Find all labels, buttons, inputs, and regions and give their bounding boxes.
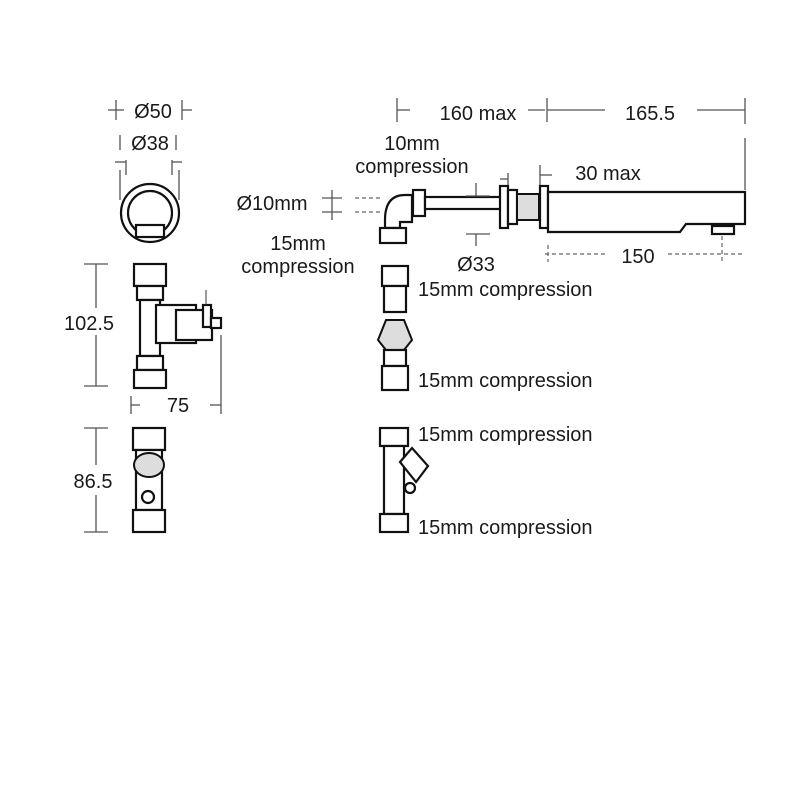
label-max160: 160 max [440,103,517,125]
check-valve [376,264,414,392]
solenoid-valve [132,262,223,390]
tap-side-view [378,184,747,245]
label-dia10mm: Ø10mm [236,193,307,215]
strainer [378,426,430,534]
dim-width-75 [130,335,222,414]
label-c15-line1: 15mm [270,233,326,255]
label-len165: 165.5 [625,103,675,125]
dim-30-max [500,165,552,185]
dim-150 [545,236,745,262]
dim-165-5 [547,98,746,190]
label-dia38: Ø38 [131,133,169,155]
label-c10-line2: compression [355,156,468,178]
label-max30: 30 max [575,163,641,185]
dim-diameter-38 [115,135,182,200]
label-strainer-top: 15mm compression [418,424,593,446]
dim-height-102-5 [84,263,108,387]
label-dia50: Ø50 [134,101,172,123]
label-h86: 86.5 [74,471,113,493]
dim-diameter-50 [108,100,192,120]
label-dia33: Ø33 [457,254,495,276]
label-valve-bottom: 15mm compression [418,370,593,392]
label-len150: 150 [621,246,654,268]
label-c15-line2: compression [241,256,354,278]
sensor-front-view [119,182,181,244]
label-c10-line1: 10mm [384,133,440,155]
label-strainer-bottom: 15mm compression [418,517,593,539]
label-valve-top: 15mm compression [418,279,593,301]
label-w75: 75 [167,395,189,417]
dim-diameter-10mm [322,190,383,220]
dim-height-86-5 [84,427,108,533]
label-h102: 102.5 [64,313,114,335]
dim-diameter-33 [466,183,490,246]
isolation-valve [131,426,167,534]
